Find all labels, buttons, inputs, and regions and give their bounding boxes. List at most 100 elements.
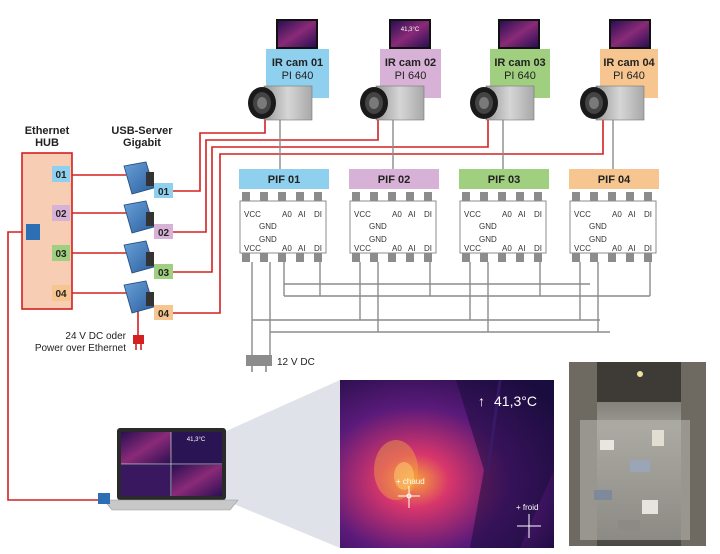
usb-server-03: 03	[123, 240, 173, 279]
power-note-line2: Power over Ethernet	[35, 343, 126, 354]
usb-server-02: 02	[123, 200, 173, 239]
usb-port-04-label: 04	[158, 309, 170, 320]
pif-01-pin-gnd-top: GND	[259, 222, 277, 231]
pif-02-pin-a0-bottom: A0	[392, 244, 402, 253]
cam-02-name: IR cam 02	[385, 57, 436, 69]
pif-02-pin-vcc-bottom: VCC	[354, 244, 371, 253]
pif-01-pin-vcc-bottom: VCC	[244, 244, 261, 253]
dc-supply-plug-icon	[246, 355, 272, 372]
hub-port-04[interactable]	[52, 285, 70, 301]
pif-01-pin-di-bottom: DI	[314, 244, 322, 253]
hub-title-line1: Ethernet	[25, 125, 70, 137]
pif-02-pin-ai-bottom: AI	[408, 244, 416, 253]
cam-03-thumbnail	[500, 21, 538, 47]
pif-02-pin-gnd-top: GND	[369, 222, 387, 231]
pif-04-pin-di-top: DI	[644, 210, 652, 219]
pif-01-pin-ai-bottom: AI	[298, 244, 306, 253]
usb-server-title-line1: USB-Server	[111, 125, 173, 137]
gray-wires	[251, 118, 651, 355]
usb-port-03-label: 03	[158, 268, 170, 279]
pif-03-pin-vcc-top: VCC	[464, 210, 481, 219]
pif-03-pin-a0-top: A0	[502, 210, 512, 219]
pif-04-pin-a0-bottom: A0	[612, 244, 622, 253]
cam-04-model: PI 640	[613, 70, 645, 82]
pif-04-pin-gnd-bottom: GND	[589, 235, 607, 244]
hot-spot-label: + chaud	[396, 477, 425, 486]
hub-port-01[interactable]	[52, 166, 70, 182]
pif-module-03: PIF 03 VCC A0 AI DI GND GND VCC A0 AI DI	[459, 169, 549, 262]
zoom-projection	[224, 380, 340, 548]
hub-uplink-connector[interactable]	[26, 224, 40, 240]
power-plug-icon	[133, 335, 144, 350]
hub-port-02-label: 02	[55, 209, 67, 220]
hub-port-01-label: 01	[55, 170, 67, 181]
cam-01-name: IR cam 01	[272, 57, 323, 69]
hub-title-line2: HUB	[35, 137, 59, 149]
cam-03-model: PI 640	[504, 70, 536, 82]
hub-port-04-label: 04	[55, 289, 67, 300]
ir-camera-04: IR cam 04 PI 640	[580, 19, 658, 121]
pif-04-pin-di-bottom: DI	[644, 244, 652, 253]
pif-03-pin-gnd-top: GND	[479, 222, 497, 231]
pif-04-pin-vcc-bottom: VCC	[574, 244, 591, 253]
pif-module-02: PIF 02 VCC A0 AI DI GND GND VCC A0 AI DI	[349, 169, 439, 262]
pif-01-pin-a0-top: A0	[282, 210, 292, 219]
pif-03-pin-a0-bottom: A0	[502, 244, 512, 253]
pif-01-pin-a0-bottom: A0	[282, 244, 292, 253]
pif-02-pin-ai-top: AI	[408, 210, 416, 219]
usb-port-02-label: 02	[158, 228, 170, 239]
waste-bunker-photo	[569, 362, 706, 546]
pif-02-pin-di-bottom: DI	[424, 244, 432, 253]
pif-03-label: PIF 03	[488, 174, 520, 186]
cam-02-model: PI 640	[395, 70, 427, 82]
pif-module-01: PIF 01 VCC A0 AI DI GND GND VCC A0 AI DI	[239, 169, 329, 262]
ir-camera-03: IR cam 03 PI 640	[470, 19, 550, 121]
pif-04-pin-vcc-top: VCC	[574, 210, 591, 219]
cam-02-thumbnail	[391, 21, 429, 47]
pif-04-pin-ai-top: AI	[628, 210, 636, 219]
supply-label: 12 V DC	[277, 357, 315, 368]
cam-04-name: IR cam 04	[603, 57, 655, 69]
pif-module-04: PIF 04 VCC A0 AI DI GND GND VCC A0 AI DI	[569, 169, 659, 262]
hub-port-02[interactable]	[52, 205, 70, 221]
pif-02-pin-vcc-top: VCC	[354, 210, 371, 219]
usb-server-title-line2: Gigabit	[123, 137, 161, 149]
cam-03-name: IR cam 03	[494, 57, 545, 69]
thermal-image: ↑ 41,3°C + chaud + froid	[340, 379, 554, 548]
ir-camera-02: 41,3°C IR cam 02 PI 640	[360, 19, 441, 121]
cam-04-thumbnail	[611, 21, 649, 47]
pif-04-pin-gnd-top: GND	[589, 222, 607, 231]
power-note-line1: 24 V DC oder	[65, 331, 126, 342]
pif-04-pin-a0-top: A0	[612, 210, 622, 219]
cold-crosshair-icon	[517, 514, 541, 538]
pif-04-pin-ai-bottom: AI	[628, 244, 636, 253]
pif-01-pin-ai-top: AI	[298, 210, 306, 219]
pif-02-pin-gnd-bottom: GND	[369, 235, 387, 244]
pif-03-pin-gnd-bottom: GND	[479, 235, 497, 244]
laptop: 41,3°C	[98, 428, 239, 511]
cold-spot-label: + froid	[516, 503, 538, 512]
laptop-screen-temp: 41,3°C	[187, 437, 206, 443]
pif-02-pin-di-top: DI	[424, 210, 432, 219]
pif-03-pin-ai-bottom: AI	[518, 244, 526, 253]
cam-01-model: PI 640	[282, 70, 314, 82]
usb-server-04: 04	[123, 280, 173, 320]
hub-port-03-label: 03	[55, 249, 67, 260]
cam-02-thumb-temp: 41,3°C	[401, 27, 420, 33]
hub-port-03[interactable]	[52, 245, 70, 261]
red-wires	[7, 118, 604, 501]
usb-server-01: 01	[123, 161, 173, 198]
cam-01-thumbnail	[278, 21, 316, 47]
pif-02-label: PIF 02	[378, 174, 410, 186]
pif-01-label: PIF 01	[268, 174, 300, 186]
pif-02-pin-a0-top: A0	[392, 210, 402, 219]
pif-03-pin-ai-top: AI	[518, 210, 526, 219]
pif-01-pin-di-top: DI	[314, 210, 322, 219]
hot-crosshair-icon	[398, 486, 420, 508]
usb-port-01-label: 01	[158, 187, 170, 198]
pif-01-pin-vcc-top: VCC	[244, 210, 261, 219]
laptop-network-connector[interactable]	[98, 493, 110, 504]
pif-04-label: PIF 04	[598, 174, 631, 186]
pif-03-pin-di-top: DI	[534, 210, 542, 219]
